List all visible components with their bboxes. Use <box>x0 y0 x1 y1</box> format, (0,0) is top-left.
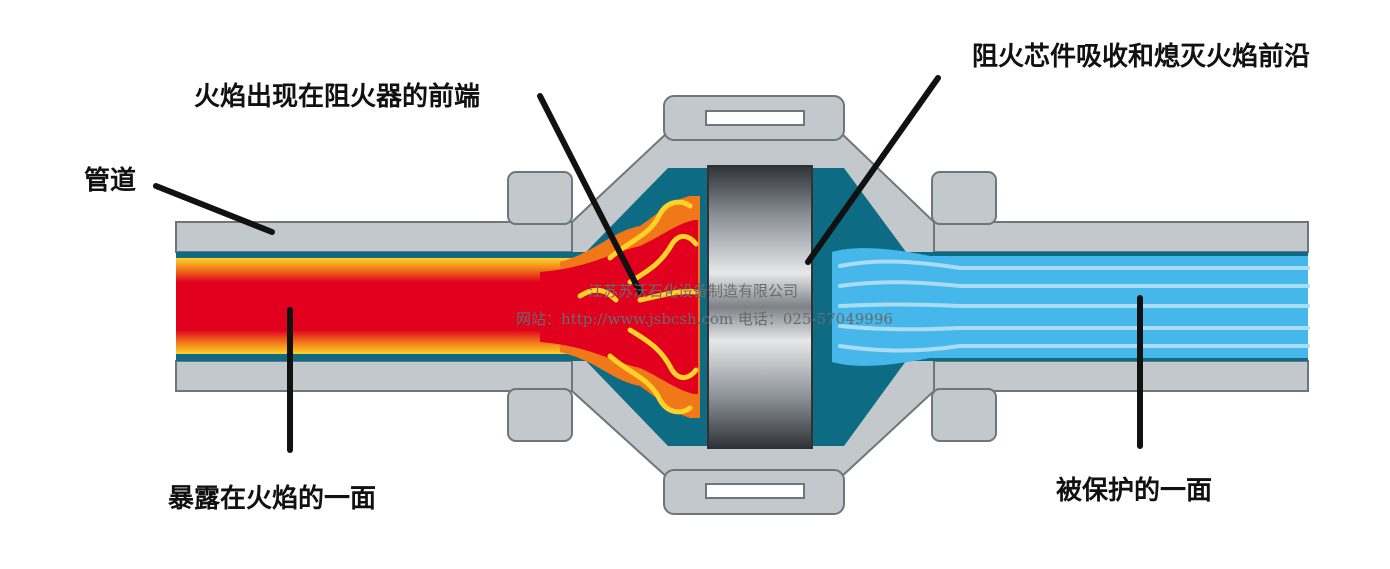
flow-line <box>838 280 1310 288</box>
pointer-lines <box>153 75 1143 453</box>
pipe-pointer <box>153 183 275 235</box>
protected-side-label: 被保护的一面 <box>1056 476 1213 506</box>
flow-line <box>838 324 1310 332</box>
left-pipe-top-wall <box>175 221 577 253</box>
exposed-side-label: 暴露在火焰的一面 <box>168 484 377 514</box>
right-pipe-top-wall <box>899 221 1309 253</box>
left-pipe-bottom-wall <box>175 360 577 392</box>
flame-tendril <box>627 327 699 380</box>
right-lower-flange <box>931 388 997 442</box>
bottom-bolt-slot <box>705 483 805 499</box>
watermark-contact: 网站：http://www.jsbcsh.com 电话：025-57049996 <box>516 310 893 328</box>
flame-front-arrives-label: 火焰出现在阻火器的前端 <box>194 82 481 112</box>
element-pointer <box>805 75 941 265</box>
flame-tendril <box>627 234 699 285</box>
flame-tendrils <box>577 199 699 415</box>
protected-flow <box>832 248 1310 366</box>
watermark-company: 江苏苏沃石化设备制造有限公司 <box>588 282 799 300</box>
flow-line <box>838 259 1310 270</box>
flame <box>176 196 700 418</box>
flame-tendril <box>577 287 619 303</box>
flow-line <box>838 344 1310 353</box>
flame-band <box>176 258 596 354</box>
pipe-label: 管道 <box>84 166 137 196</box>
flow-line <box>838 302 1310 308</box>
flame-tendril <box>637 289 699 303</box>
left-lower-flange <box>507 388 573 442</box>
flame-tendril <box>607 353 693 415</box>
top-bolt-slot <box>705 110 805 126</box>
left-upper-flange <box>507 171 573 225</box>
flame-front-pointer <box>537 93 643 295</box>
element-absorbs-label: 阻火芯件吸收和熄灭火焰前沿 <box>972 42 1311 72</box>
right-upper-flange <box>931 171 997 225</box>
arrester-element <box>707 165 813 449</box>
flame-tendril <box>607 199 693 261</box>
right-pipe-bottom-wall <box>899 360 1309 392</box>
